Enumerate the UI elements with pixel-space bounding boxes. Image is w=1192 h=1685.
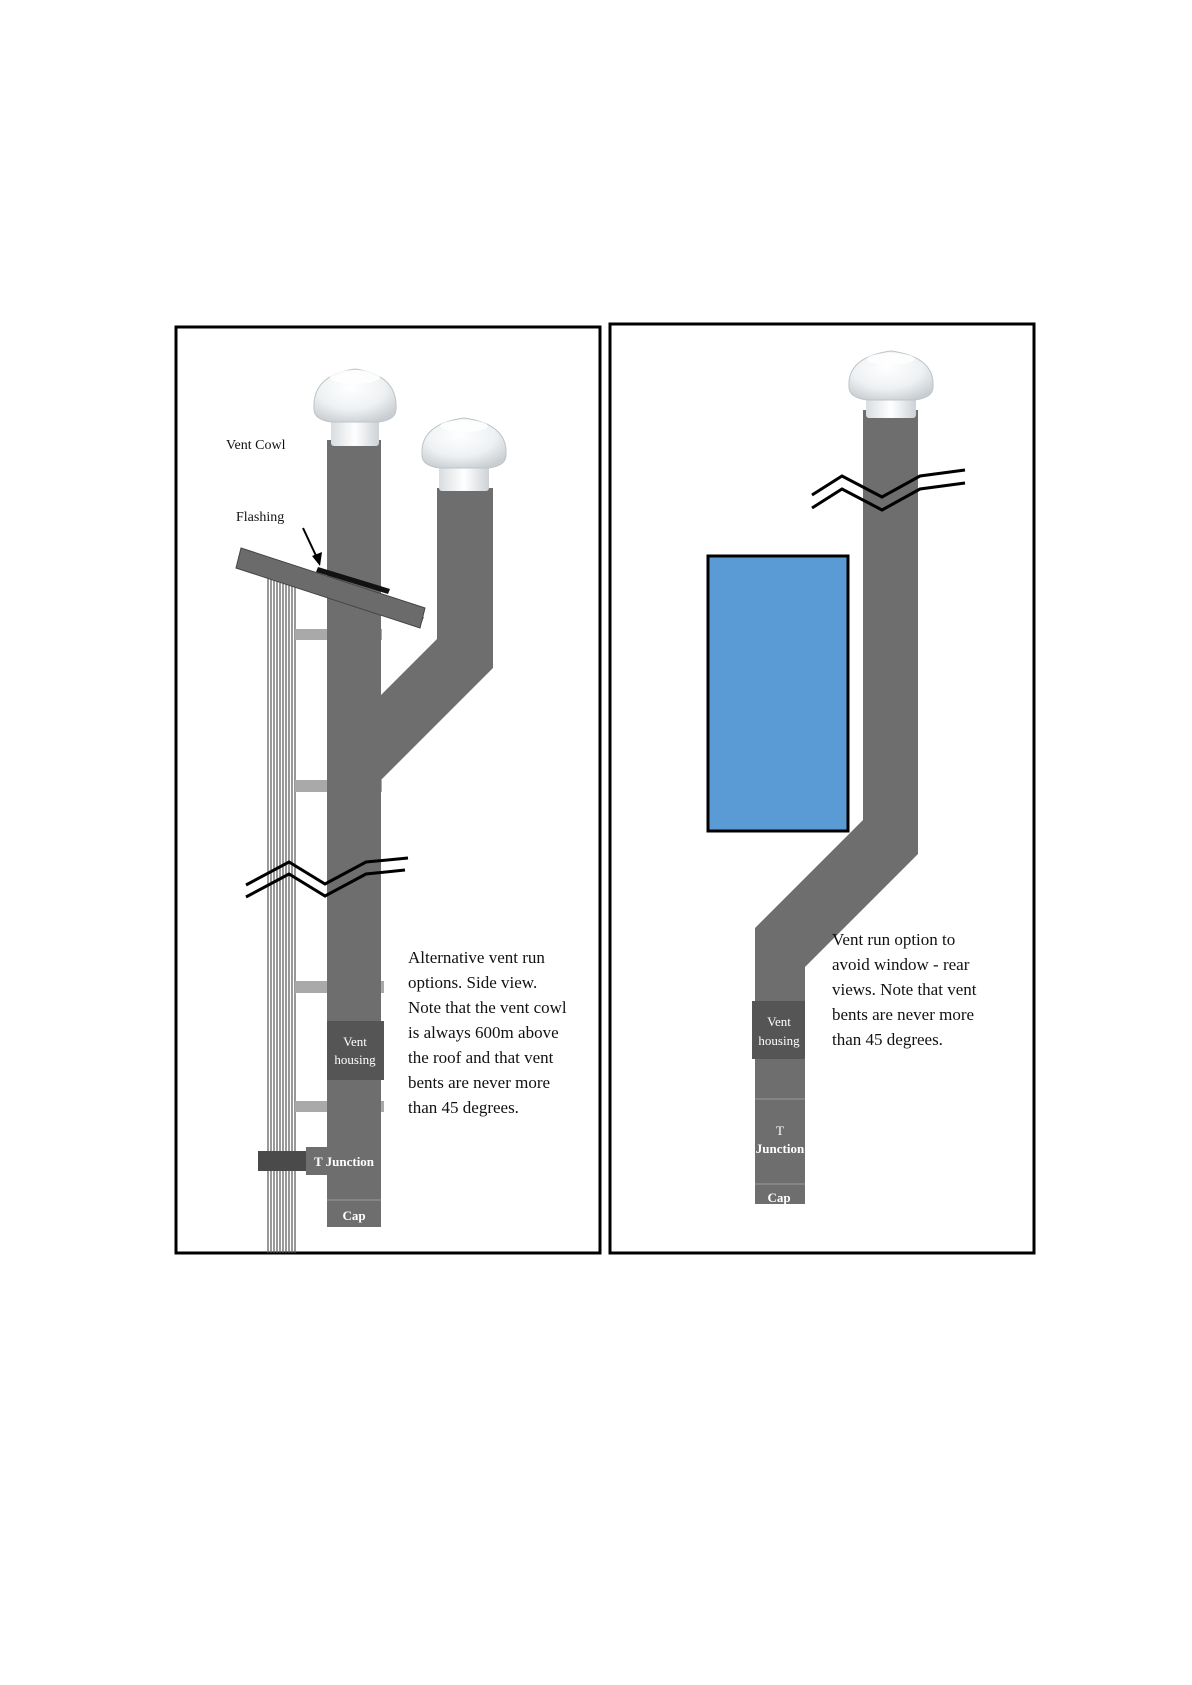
- left-panel-frame: [174, 325, 602, 1255]
- left-caption-line: options. Side view.: [408, 973, 537, 992]
- cap-label: Cap: [767, 1190, 790, 1205]
- left-caption: Alternative vent run options. Side view.…: [408, 948, 567, 1117]
- left-caption-line: Alternative vent run: [408, 948, 545, 967]
- t-junction-label: T Junction: [314, 1154, 375, 1169]
- flashing-arrow: [302, 527, 322, 566]
- left-caption-line: is always 600m above: [408, 1023, 559, 1042]
- vent-housing: [752, 1001, 805, 1059]
- left-caption-line: than 45 degrees.: [408, 1098, 519, 1117]
- vent-cowl-1: [313, 368, 397, 446]
- t-junction-side: [258, 1151, 306, 1171]
- left-caption-line: bents are never more: [408, 1073, 550, 1092]
- branch-pipe: [381, 488, 493, 780]
- vent-housing-label-1: Vent: [767, 1014, 791, 1029]
- wall: [267, 570, 296, 1253]
- flashing-strip: [316, 567, 390, 594]
- vent-housing: [327, 1021, 384, 1080]
- right-caption-line: bents are never more: [832, 1005, 974, 1024]
- vent-cowl: [848, 350, 934, 418]
- left-panel: Vent housing T Junction Cap Vent Cowl Fl…: [174, 325, 602, 1255]
- cap-label: Cap: [342, 1208, 365, 1223]
- right-caption-line: Vent run option to: [832, 930, 955, 949]
- left-caption-line: Note that the vent cowl: [408, 998, 567, 1017]
- vent-housing-label-2: housing: [334, 1052, 376, 1067]
- break-line: [811, 468, 966, 512]
- break-line: [245, 856, 409, 899]
- window: [706, 554, 850, 833]
- roof: [235, 547, 426, 629]
- t-junction-label-1: T: [776, 1123, 784, 1138]
- flashing-label: Flashing: [236, 510, 284, 525]
- t-junction: [306, 1147, 381, 1175]
- right-caption-line: than 45 degrees.: [832, 1030, 943, 1049]
- right-caption-line: avoid window - rear: [832, 955, 970, 974]
- vent-housing-label-2: housing: [758, 1033, 800, 1048]
- t-junction-label-2: Junction: [756, 1141, 805, 1156]
- vent-cowl-label: Vent Cowl: [226, 438, 286, 453]
- right-panel: Vent housing T Junction Cap Vent run opt…: [608, 322, 1036, 1255]
- right-caption-line: views. Note that vent: [832, 980, 977, 999]
- right-caption: Vent run option to avoid window - rear v…: [832, 930, 977, 1049]
- vent-cowl-2: [421, 417, 507, 491]
- main-pipe: [327, 440, 381, 1227]
- left-caption-line: the roof and that vent: [408, 1048, 554, 1067]
- vent-housing-label-1: Vent: [343, 1034, 367, 1049]
